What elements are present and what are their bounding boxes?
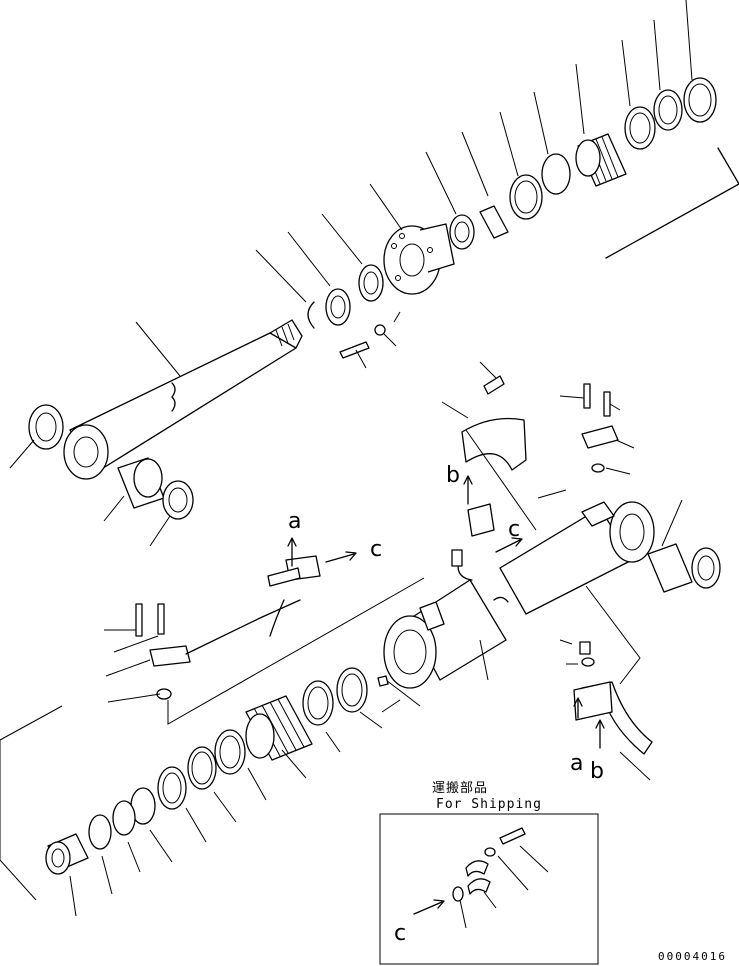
label-a-bottom: a <box>570 751 583 776</box>
tube-end <box>383 615 437 689</box>
leader-lines-middle <box>0 361 683 901</box>
hose-clamp-upper <box>461 417 527 471</box>
label-b-bottom: b <box>590 759 604 784</box>
callout-arrows <box>287 475 605 749</box>
snap-ring <box>307 301 315 329</box>
rod-eye <box>63 424 109 480</box>
clamp-block <box>149 645 191 667</box>
drawing-code: 00004016 <box>658 950 727 963</box>
label-c-mid: c <box>370 537 382 562</box>
leader-lines-lower <box>69 699 401 917</box>
block <box>581 425 619 449</box>
label-a-mid: a <box>288 509 301 534</box>
ring-2 <box>358 264 384 302</box>
shipping-title-jp: 運搬部品 <box>432 781 488 796</box>
ring-1 <box>325 288 351 326</box>
label-c-top: c <box>508 517 520 542</box>
cylinder-tube-assembly <box>135 375 721 755</box>
bushing-right <box>647 543 693 593</box>
lower-seal-series <box>45 667 389 875</box>
shipping-inset: 運搬部品 For Shipping c <box>379 781 599 965</box>
seal-ring-lower <box>162 480 194 520</box>
label-b-top: b <box>446 463 460 488</box>
shipping-title-en: For Shipping <box>436 797 542 812</box>
bolt <box>339 341 370 359</box>
leader-lines-upper <box>9 0 693 547</box>
shipping-box <box>379 813 599 965</box>
bushing-left <box>28 404 64 450</box>
label-c-inset: c <box>394 921 406 946</box>
rod-assembly <box>28 77 739 520</box>
washer <box>374 324 386 336</box>
